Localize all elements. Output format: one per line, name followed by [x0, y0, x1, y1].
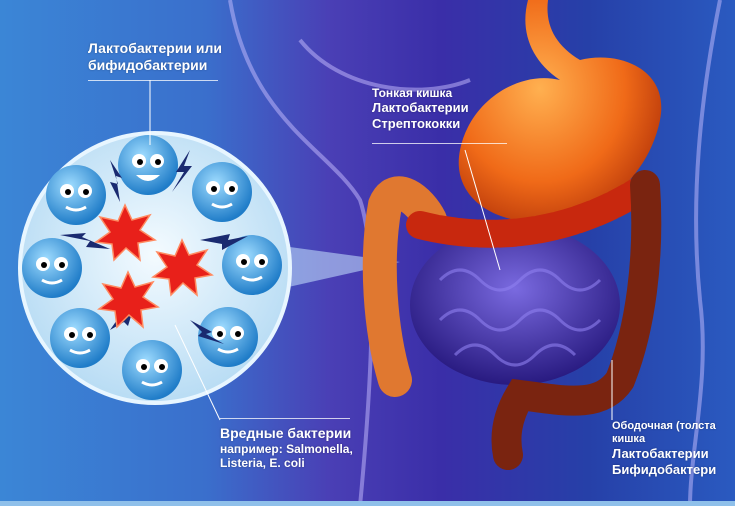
bottom-strip: [0, 501, 735, 506]
callout-pointer: [275, 245, 400, 290]
colon-label: Ободочная (толста кишка Лактобактерии Би…: [612, 420, 717, 477]
divider: [88, 80, 218, 81]
large-intestine: [362, 170, 662, 470]
divider: [220, 418, 350, 419]
small-intestine: [410, 225, 620, 385]
harmful-bacteria-label: Вредные бактерии например: Salmonella, L…: [220, 425, 353, 471]
harmful-bacteria: [94, 203, 214, 329]
good-bacteria: [22, 135, 282, 400]
small-intestine-label: Тонкая кишка Лактобактерии Стрептококки: [372, 86, 469, 131]
divider: [372, 143, 507, 144]
body-outline: [228, 0, 722, 506]
good-bacteria-label: Лактобактерии или бифидобактерии: [88, 40, 223, 73]
stomach: [458, 0, 662, 222]
